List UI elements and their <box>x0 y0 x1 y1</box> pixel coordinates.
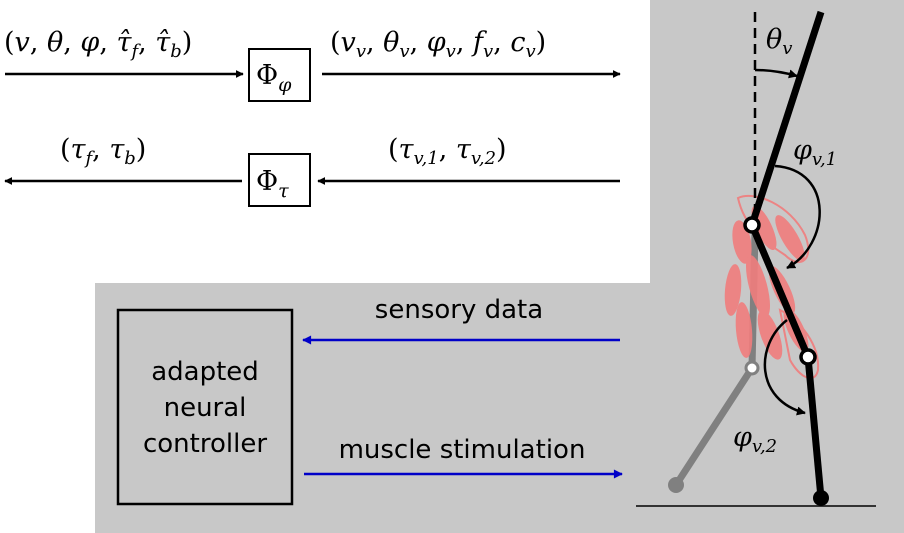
phi1-label: φv,1 <box>793 135 837 170</box>
muscle-stimulation-label: muscle stimulation <box>339 435 586 465</box>
output-tuple-label: (vv, θv, φv, fv, cv) <box>330 27 546 62</box>
sensory-data-label: sensory data <box>375 295 543 325</box>
theta-arc <box>754 68 798 79</box>
theta-label: θv <box>766 24 792 59</box>
torque-input-label: (τv,1, τv,2) <box>388 134 507 169</box>
phi-tau-box <box>248 153 311 207</box>
torque-output-label: (τf, τb) <box>60 134 146 169</box>
controller-line-2: neural <box>164 393 247 423</box>
controller-line-1: adapted <box>151 357 259 387</box>
gray-panel <box>95 0 904 533</box>
controller-box <box>116 308 294 506</box>
input-tuple-label: (v, θ, φ, τ̂f, τ̂b) <box>4 27 192 62</box>
controller-line-3: controller <box>143 429 267 459</box>
phi-phi-box <box>248 48 311 102</box>
phi1-arc <box>774 164 821 270</box>
stance-leg <box>743 10 829 506</box>
phi2-label: φv,2 <box>733 422 777 457</box>
phi2-arc <box>763 319 806 416</box>
